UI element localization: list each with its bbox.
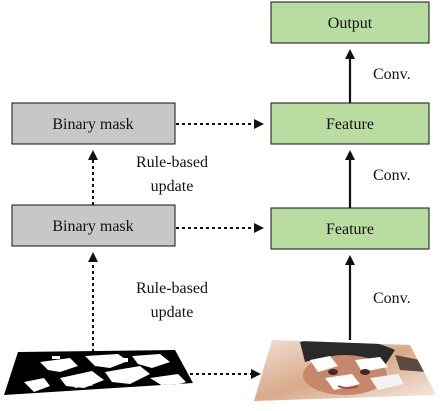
mask-top-label: Binary mask <box>52 116 133 133</box>
feature-top-label: Feature <box>326 116 374 133</box>
rule-lower-line2: update <box>151 304 194 321</box>
binary-mask-node-top: Binary mask <box>11 102 176 145</box>
mask-input-image <box>4 350 193 395</box>
feature-node-top: Feature <box>270 102 430 145</box>
conv-label-3: Conv. <box>373 290 411 307</box>
feature-node-mid: Feature <box>270 207 430 250</box>
conv-label-2: Conv. <box>373 167 411 184</box>
rule-upper-line1: Rule-based <box>136 154 208 171</box>
binary-mask-node-mid: Binary mask <box>11 204 176 247</box>
feature-mid-label: Feature <box>326 221 374 238</box>
rule-upper-line2: update <box>151 178 194 195</box>
input-image <box>254 340 436 401</box>
output-label: Output <box>328 15 373 32</box>
output-node: Output <box>270 1 430 44</box>
conv-label-1: Conv. <box>373 66 411 83</box>
rule-lower-line1: Rule-based <box>136 280 208 297</box>
mask-mid-label: Binary mask <box>52 218 133 235</box>
